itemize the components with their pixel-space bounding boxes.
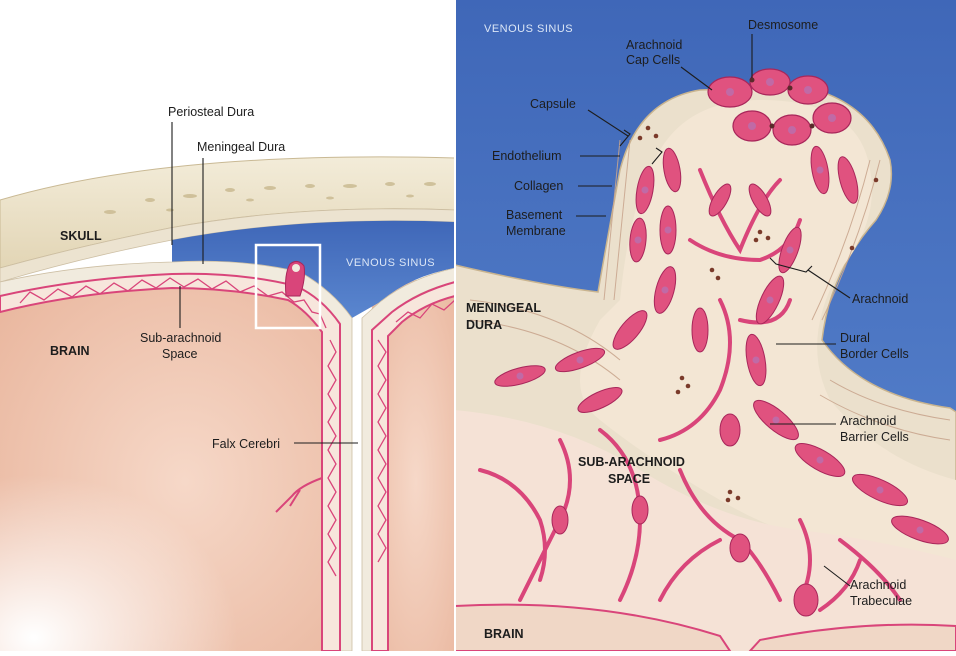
label-basement-2: Membrane bbox=[506, 224, 566, 238]
cell-nuclei bbox=[516, 166, 924, 534]
right-subarachnoid-space bbox=[455, 410, 956, 651]
label-basement-1: Basement bbox=[506, 208, 563, 222]
label-dural-border-2: Border Cells bbox=[840, 347, 909, 361]
label-arachnoid: Arachnoid bbox=[852, 292, 908, 306]
brain-right-hemisphere bbox=[368, 275, 455, 651]
label-trabeculae-1: Arachnoid bbox=[850, 578, 906, 592]
granules bbox=[637, 125, 879, 503]
small-granulation bbox=[285, 260, 305, 297]
label-periosteal-dura: Periosteal Dura bbox=[168, 105, 254, 119]
cap-cell-nuclei bbox=[726, 78, 836, 134]
label-subarachnoid-1: Sub-arachnoid bbox=[140, 331, 221, 345]
label-falx-cerebri: Falx Cerebri bbox=[212, 437, 280, 451]
label-arachnoid-barrier-1: Arachnoid bbox=[840, 414, 896, 428]
label-capsule: Capsule bbox=[530, 97, 576, 111]
label-collagen: Collagen bbox=[514, 179, 563, 193]
label-brain-right: BRAIN bbox=[484, 627, 524, 641]
zoom-box bbox=[254, 243, 322, 330]
label-meningeal-dura-right-1: MENINGEAL bbox=[466, 301, 541, 315]
label-trabeculae-2: Trabeculae bbox=[850, 594, 912, 608]
right-brain-surface bbox=[454, 603, 732, 652]
label-brain-left: BRAIN bbox=[50, 344, 90, 358]
spindle-cells bbox=[494, 145, 949, 617]
label-arachnoid-cap-2: Cap Cells bbox=[626, 53, 680, 67]
left-leader-lines bbox=[171, 122, 358, 444]
right-leader-lines bbox=[576, 34, 851, 587]
label-meningeal-dura-right-2: DURA bbox=[466, 318, 502, 332]
label-skull: SKULL bbox=[60, 229, 102, 243]
venous-sinus-left bbox=[172, 220, 455, 318]
bone-texture bbox=[104, 182, 436, 214]
label-endothelium: Endothelium bbox=[492, 149, 562, 163]
collagen-fibers bbox=[469, 139, 951, 441]
label-meningeal-dura: Meningeal Dura bbox=[197, 140, 285, 154]
label-desmosome: Desmosome bbox=[748, 18, 818, 32]
label-venous-sinus-left: VENOUS SINUS bbox=[346, 257, 435, 269]
label-venous-sinus-right: VENOUS SINUS bbox=[484, 23, 573, 35]
desmosome-dots bbox=[749, 77, 815, 129]
label-dural-border-1: Dural bbox=[840, 331, 870, 345]
right-panel: VENOUS SINUS Arachnoid Cap Cells Desmoso… bbox=[454, 0, 956, 652]
label-arachnoid-barrier-2: Barrier Cells bbox=[840, 430, 909, 444]
left-panel: SKULL BRAIN VENOUS SINUS Periosteal Dura… bbox=[0, 105, 456, 652]
label-subarachnoid-2: Space bbox=[162, 347, 197, 361]
granulation-core bbox=[292, 264, 300, 272]
label-subarachnoid-right-1: SUB-ARACHNOID bbox=[578, 455, 685, 469]
label-subarachnoid-right-2: SPACE bbox=[608, 472, 650, 486]
fade-overlay bbox=[0, 380, 340, 651]
label-arachnoid-cap-1: Arachnoid bbox=[626, 38, 682, 52]
